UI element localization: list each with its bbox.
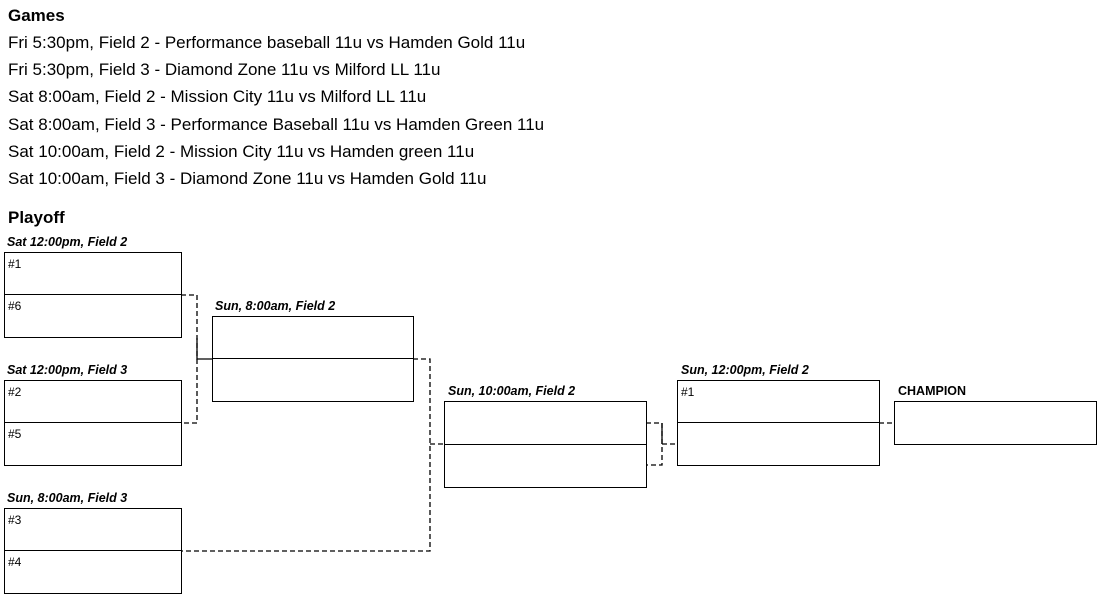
team-slot: #5	[5, 423, 181, 465]
team-slot	[445, 445, 646, 488]
match-caption: Sun, 10:00am, Field 2	[448, 384, 576, 398]
game-line: Sat 10:00am, Field 2 - Mission City 11u …	[8, 142, 475, 161]
match-box: #3 #4	[4, 508, 182, 594]
game-line: Sat 8:00am, Field 3 - Performance Baseba…	[8, 115, 545, 134]
team-slot	[678, 423, 879, 465]
connector-line	[646, 422, 663, 466]
match-caption: Sat 12:00pm, Field 3	[7, 363, 128, 377]
seed-label: #5	[8, 427, 22, 441]
game-line: Sat 10:00am, Field 3 - Diamond Zone 11u …	[8, 169, 487, 188]
team-slot	[445, 402, 646, 445]
seed-label: #4	[8, 555, 22, 569]
team-slot	[213, 317, 413, 359]
seed-label: #1	[8, 257, 22, 271]
game-line: Fri 5:30pm, Field 3 - Diamond Zone 11u v…	[8, 60, 441, 79]
match-caption: Sat 12:00pm, Field 2	[7, 235, 128, 249]
game-line: Fri 5:30pm, Field 2 - Performance baseba…	[8, 33, 526, 52]
team-slot: #4	[5, 551, 181, 593]
champion-box	[894, 401, 1097, 445]
connector-line	[181, 358, 431, 552]
team-slot	[213, 359, 413, 401]
match-box	[212, 316, 414, 402]
team-slot: #3	[5, 509, 181, 551]
games-heading: Games	[8, 6, 65, 25]
match-caption: Sun, 12:00pm, Field 2	[681, 363, 809, 377]
team-slot: #6	[5, 295, 181, 337]
connector-line	[196, 338, 212, 360]
team-slot: #2	[5, 381, 181, 423]
game-line: Sat 8:00am, Field 2 - Mission City 11u v…	[8, 87, 427, 106]
seed-label: #6	[8, 299, 22, 313]
champion-label: CHAMPION	[898, 384, 967, 398]
connector-line	[181, 294, 198, 424]
match-caption: Sun, 8:00am, Field 3	[7, 491, 128, 505]
team-slot: #1	[5, 253, 181, 295]
playoff-heading: Playoff	[8, 208, 65, 227]
seed-label: #3	[8, 513, 22, 527]
seed-label: #1	[681, 385, 695, 399]
match-caption: Sun, 8:00am, Field 2	[215, 299, 336, 313]
match-box	[444, 401, 647, 488]
seed-label: #2	[8, 385, 22, 399]
match-box: #1 #6	[4, 252, 182, 338]
match-box: #2 #5	[4, 380, 182, 466]
match-box: #1	[677, 380, 880, 466]
team-slot: #1	[678, 381, 879, 423]
